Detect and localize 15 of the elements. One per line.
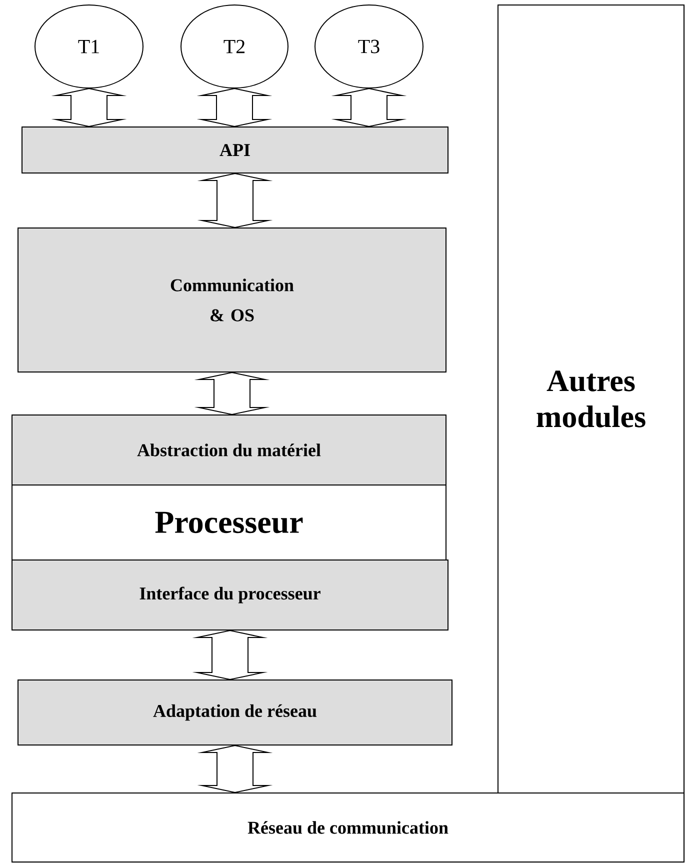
layer-box: Réseau de communication [12, 792, 684, 862]
double-arrow [51, 88, 127, 128]
layer-box: API [22, 126, 448, 174]
double-arrow [197, 745, 273, 794]
double-arrow [194, 372, 270, 416]
double-arrow [331, 88, 407, 128]
layer-box: Communication & OS [18, 228, 446, 372]
layer-box: Interface du processeur [12, 560, 448, 630]
double-arrow [196, 88, 272, 128]
layer-box: Autres modules [498, 4, 684, 794]
layer-box: Processeur [12, 484, 446, 560]
double-arrow [192, 630, 268, 680]
layer-box: Abstraction du matériel [12, 414, 446, 486]
layer-box: Adaptation de réseau [18, 680, 452, 746]
double-arrow [197, 173, 273, 228]
